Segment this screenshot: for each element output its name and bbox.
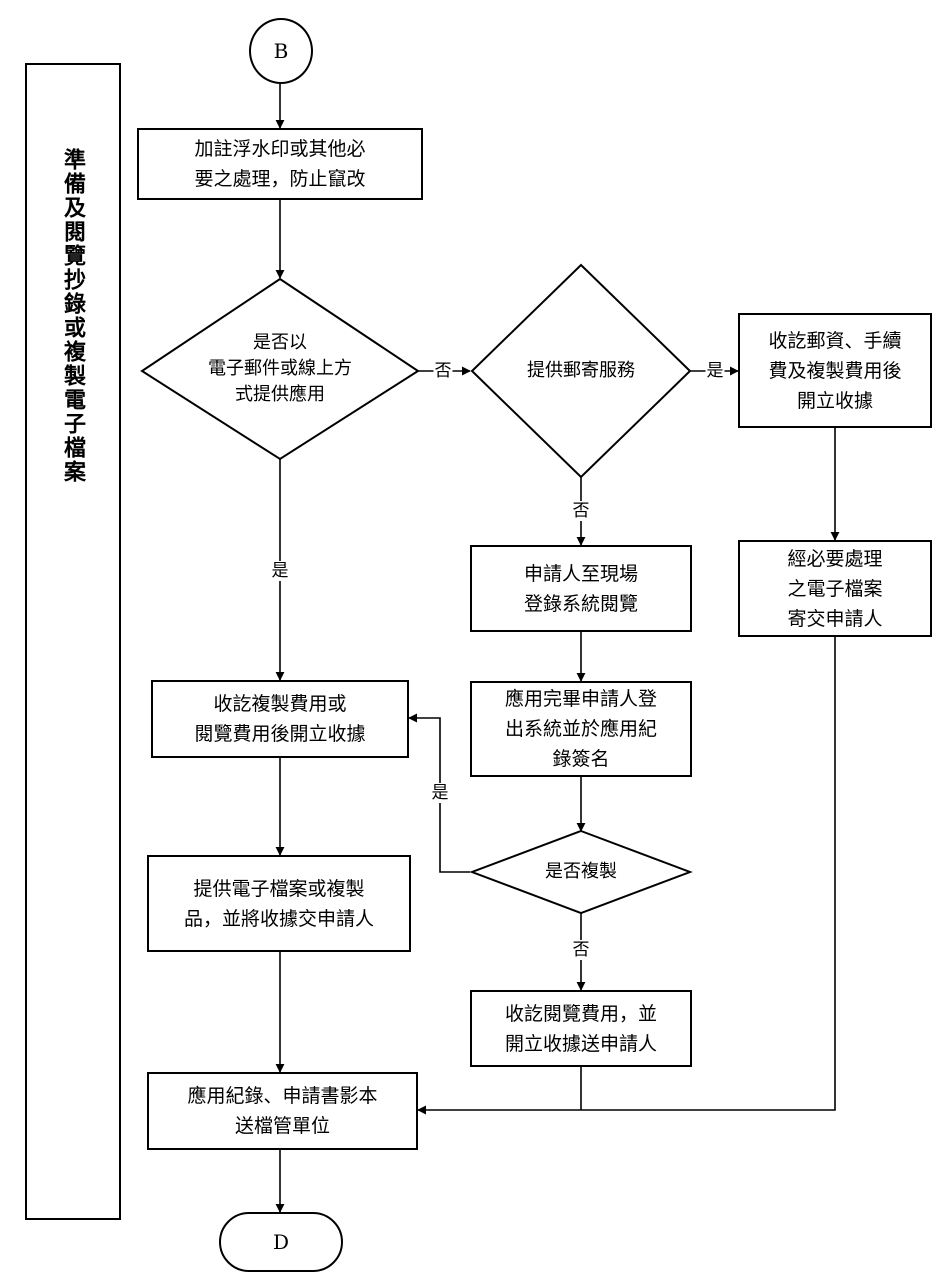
section-title: 準備及閱覽抄錄或複製電子檔案	[60, 148, 85, 484]
section-side-bar	[25, 63, 121, 1220]
step-provide-file: 提供電子檔案或複製 品，並將收據交申請人	[147, 855, 411, 952]
decision-copy-label: 是否複製	[545, 861, 617, 882]
start-connector: B	[249, 18, 313, 84]
step-onsite-logout-text: 應用完畢申請人登 出系統並於應用紀 錄簽名	[504, 688, 657, 770]
step-view-receipt-text: 收訖閱覽費用，並 開立收據送申請人	[504, 1002, 657, 1055]
step-copy-receipt: 收訖複製費用或 閱覽費用後開立收據	[151, 680, 409, 758]
end-terminal: D	[219, 1212, 343, 1272]
step-view-receipt: 收訖閱覽費用，並 開立收據送申請人	[470, 990, 692, 1067]
edge-send-to-record	[417, 637, 836, 1115]
start-connector-label: B	[273, 39, 289, 63]
step-watermark: 加註浮水印或其他必 要之處理，防止竄改	[137, 128, 423, 200]
step-onsite-logout: 應用完畢申請人登 出系統並於應用紀 錄簽名	[470, 681, 692, 777]
edge-label-online-no: 否	[433, 361, 453, 381]
edge-label-mail-yes: 是	[705, 361, 725, 381]
step-provide-file-text: 提供電子檔案或複製 品，並將收據交申請人	[183, 877, 374, 930]
step-mail-send-text: 經必要處理 之電子檔案 寄交申請人	[787, 547, 883, 630]
step-copy-receipt-text: 收訖複製費用或 閱覽費用後開立收據	[194, 693, 366, 745]
step-mail-receipt: 收訖郵資、手續 費及複製費用後 開立收據	[738, 313, 932, 428]
step-onsite-login: 申請人至現場 登錄系統閱覽	[470, 545, 692, 632]
decision-online-label: 是否以 電子郵件或線上方 式提供應用	[208, 332, 352, 405]
step-record: 應用紀錄、申請書影本 送檔管單位	[147, 1072, 418, 1150]
edge-label-mail-no: 否	[571, 501, 591, 521]
end-terminal-label: D	[272, 1230, 290, 1254]
decision-online-shape	[140, 277, 420, 461]
step-onsite-login-text: 申請人至現場 登錄系統閱覽	[523, 562, 638, 615]
edge-label-copy-no: 否	[571, 940, 591, 960]
step-record-text: 應用紀錄、申請書影本 送檔管單位	[187, 1085, 378, 1137]
step-mail-send: 經必要處理 之電子檔案 寄交申請人	[738, 540, 932, 637]
step-mail-receipt-text: 收訖郵資、手續 費及複製費用後 開立收據	[768, 329, 902, 412]
edge-label-online-yes: 是	[270, 561, 290, 581]
edge-label-copy-yes: 是	[430, 783, 450, 803]
step-watermark-text: 加註浮水印或其他必 要之處理，防止竄改	[194, 138, 366, 190]
decision-copy-shape	[469, 829, 693, 915]
decision-mail-shape	[470, 263, 692, 479]
decision-mail-label: 提供郵寄服務	[527, 360, 635, 381]
